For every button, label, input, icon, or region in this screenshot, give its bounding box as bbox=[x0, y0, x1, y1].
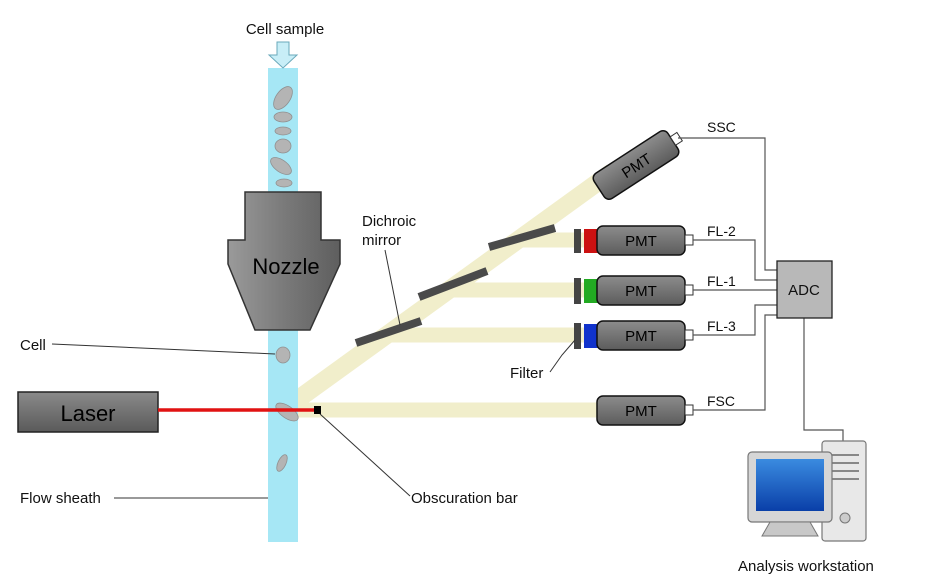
filter-label: Filter bbox=[510, 365, 543, 382]
pmt-fl3-label: PMT bbox=[625, 328, 657, 345]
cell-sample-label: Cell sample bbox=[246, 21, 324, 38]
obscuration-bar-leader bbox=[319, 413, 411, 497]
channel-fl2-label: FL-2 bbox=[707, 223, 736, 239]
filter-color-red bbox=[584, 229, 598, 253]
wire-adc-workstation bbox=[803, 318, 844, 445]
dichroic-leader bbox=[384, 249, 401, 326]
stream-cell bbox=[276, 454, 288, 472]
wire-fl2 bbox=[693, 239, 777, 281]
dichroic-mirror-1 bbox=[417, 267, 489, 301]
filter-fl3 bbox=[574, 323, 581, 349]
light-paths bbox=[277, 164, 618, 418]
cell-at-laser bbox=[275, 402, 299, 422]
adc-label: ADC bbox=[788, 282, 820, 299]
pmt-fl1-label: PMT bbox=[625, 283, 657, 300]
cell-sample-arrow bbox=[267, 41, 299, 69]
analysis-workstation-icon bbox=[747, 440, 867, 542]
wire-fsc bbox=[693, 314, 777, 411]
cells-in-stream bbox=[270, 86, 299, 472]
filter-fl1 bbox=[574, 278, 581, 304]
channel-ssc-label: SSC bbox=[707, 119, 736, 135]
dichroic-mirror-label-line1: Dichroic bbox=[362, 213, 417, 230]
filter-color-green bbox=[584, 279, 598, 303]
filter-leader bbox=[549, 339, 576, 373]
leader-lines bbox=[51, 249, 576, 499]
signal-wires bbox=[678, 137, 844, 445]
pmt-fl1: PMT bbox=[584, 275, 694, 306]
cell-leader bbox=[51, 343, 276, 355]
laser-label: Laser bbox=[60, 401, 115, 426]
stream-cell bbox=[275, 178, 293, 188]
stream-cell bbox=[274, 138, 292, 154]
obscuration-bar-label: Obscuration bar bbox=[411, 490, 518, 507]
channel-fl1-label: FL-1 bbox=[707, 273, 736, 289]
dichroic-mirror-label-line2: mirror bbox=[362, 232, 401, 249]
dichroic-mirror-2 bbox=[487, 224, 557, 251]
nozzle-label: Nozzle bbox=[252, 254, 319, 279]
wire-fl3 bbox=[693, 304, 777, 336]
monitor-screen bbox=[756, 459, 824, 511]
channel-fl3-label: FL-3 bbox=[707, 318, 736, 334]
wire-ssc bbox=[678, 137, 777, 271]
pmt-fl2-label: PMT bbox=[625, 233, 657, 250]
pmt-ssc: PMT bbox=[592, 130, 684, 200]
obscuration-bar bbox=[314, 406, 321, 414]
stream-cell bbox=[270, 157, 292, 175]
filter-fl2 bbox=[574, 229, 581, 253]
filter-color-blue bbox=[584, 324, 598, 348]
dichroic-mirrors bbox=[354, 224, 557, 347]
laser bbox=[17, 391, 159, 433]
pmt-fl3: PMT bbox=[584, 320, 694, 351]
filters bbox=[574, 229, 581, 349]
flow-sheath-label: Flow sheath bbox=[20, 490, 101, 507]
pmt-fl2: PMT bbox=[584, 225, 694, 256]
pmt-fsc: PMT bbox=[596, 395, 694, 426]
pmt-fsc-label: PMT bbox=[625, 403, 657, 420]
stream-cell bbox=[273, 86, 293, 110]
nozzle bbox=[227, 191, 341, 331]
dichroic-mirror-3 bbox=[354, 317, 423, 347]
cell-label: Cell bbox=[20, 337, 46, 354]
stream-cell bbox=[273, 111, 293, 123]
channel-fsc-label: FSC bbox=[707, 393, 735, 409]
power-button-icon bbox=[839, 512, 851, 524]
monitor-stand bbox=[761, 521, 819, 537]
stream-cell bbox=[274, 126, 292, 136]
cell bbox=[275, 346, 291, 364]
adc-box bbox=[776, 260, 833, 319]
analysis-workstation-label: Analysis workstation bbox=[738, 558, 874, 575]
